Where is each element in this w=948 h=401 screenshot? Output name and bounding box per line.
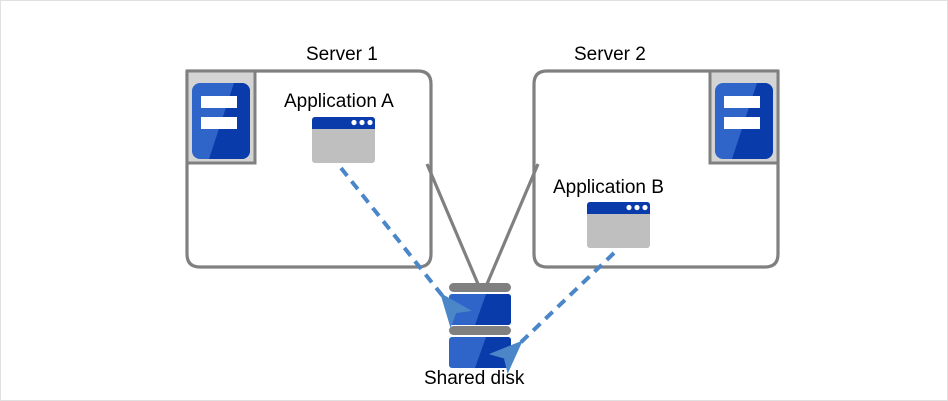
access-arrow-app-b: [488, 251, 616, 374]
server-icon: [708, 69, 780, 165]
server1-label: Server 1: [306, 44, 378, 65]
access-arrow-app-a: [339, 166, 472, 328]
server2-label: Server 2: [574, 44, 646, 65]
application-b-label: Application B: [553, 177, 664, 198]
disk-stack-icon: [449, 283, 511, 368]
application-a-label: Application A: [284, 91, 394, 112]
physical-link-lines: [425, 163, 540, 285]
app-window-icon: [587, 202, 650, 248]
shared-disk-label: Shared disk: [424, 368, 525, 389]
server-icon: [185, 69, 257, 165]
app-window-icon: [312, 117, 375, 163]
